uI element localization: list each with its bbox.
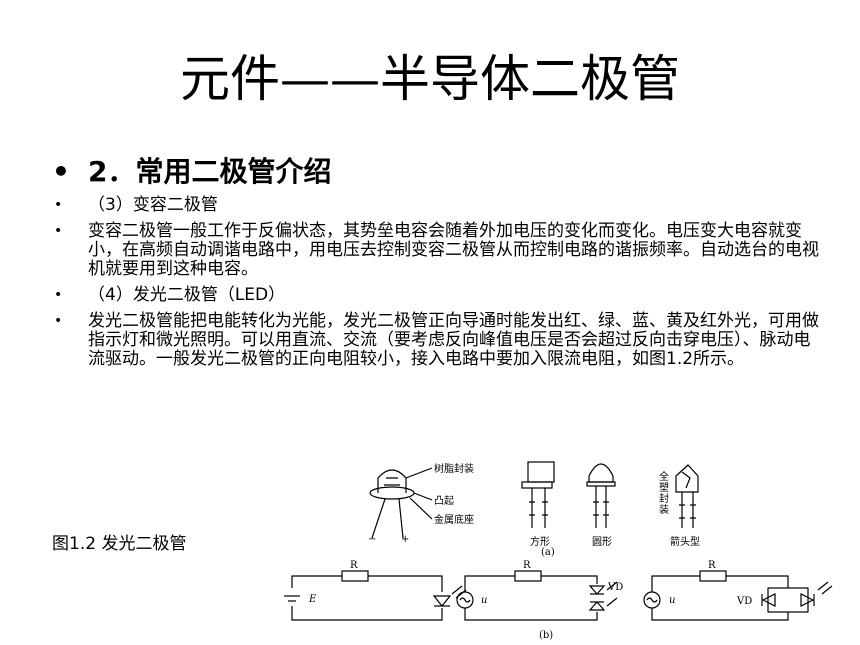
label-r1: R [350, 560, 358, 571]
label-metal-base: 金属底座 [434, 513, 474, 526]
led-square [521, 461, 555, 528]
label-minus: − [368, 534, 376, 545]
label-r2: R [523, 560, 531, 571]
label-vd1: VD [607, 582, 623, 593]
label-part-a: (a) [541, 547, 555, 558]
label-bump: 凸起 [434, 495, 454, 507]
led-arrow [675, 464, 699, 528]
ac-circuit-2 [643, 570, 833, 621]
slide-title: 元件——半导体二极管 [180, 50, 680, 108]
bullet-marker: • [54, 287, 63, 303]
label-square: 方形 [530, 535, 550, 548]
figure-caption: 图1.2 发光二极管 [52, 534, 187, 554]
bullet-marker: • [54, 313, 63, 329]
bullet-text: （4）发光二极管（LED） [88, 285, 286, 305]
led-cross-section [369, 467, 433, 539]
label-r3: R [708, 560, 716, 571]
bullet-item: • 发光二极管能把电能转化为光能，发光二极管正向导通时能发出红、绿、蓝、黄及红外… [52, 312, 822, 369]
bullet-text: 变容二极管一般工作于反偏状态，其势垒电容会随着外加电压的变化而变化。电压变大电容… [88, 221, 819, 279]
label-part-b: (b) [539, 630, 553, 641]
label-u1: u [481, 595, 487, 606]
ac-circuit-1 [456, 570, 618, 621]
led-round [586, 463, 616, 528]
label-plus: + [401, 534, 409, 545]
section-heading: • 2．常用二极管介绍 [52, 152, 822, 192]
label-arrow: 箭头型 [670, 535, 700, 548]
bullet-marker: • [52, 155, 70, 188]
bullet-marker: • [54, 223, 63, 239]
label-full-plastic-3: 封 [659, 492, 669, 505]
bullet-marker: • [54, 197, 63, 213]
label-full-plastic-2: 塑 [659, 482, 669, 494]
label-full-plastic-4: 装 [659, 503, 669, 516]
label-full-plastic-1: 全 [659, 470, 669, 483]
label-resin: 树脂封装 [434, 462, 474, 475]
bullet-item: • （4）发光二极管（LED） [52, 286, 822, 305]
bullet-text: （3）变容二极管 [88, 195, 218, 215]
label-round: 圆形 [592, 536, 612, 548]
bullet-item: • 变容二极管一般工作于反偏状态，其势垒电容会随着外加电压的变化而变化。电压变大… [52, 222, 822, 279]
label-u2: u [669, 595, 675, 606]
label-e: E [308, 594, 317, 605]
bullet-item: • （3）变容二极管 [52, 196, 822, 215]
bullet-text: 发光二极管能把电能转化为光能，发光二极管正向导通时能发出红、绿、蓝、黄及红外光，… [88, 311, 819, 369]
label-vd2: VD [736, 596, 752, 607]
bullet-list: • 2．常用二极管介绍 • （3）变容二极管 • 变容二极管一般工作于反偏状态，… [52, 152, 822, 376]
section-heading-text: 2．常用二极管介绍 [88, 155, 332, 188]
